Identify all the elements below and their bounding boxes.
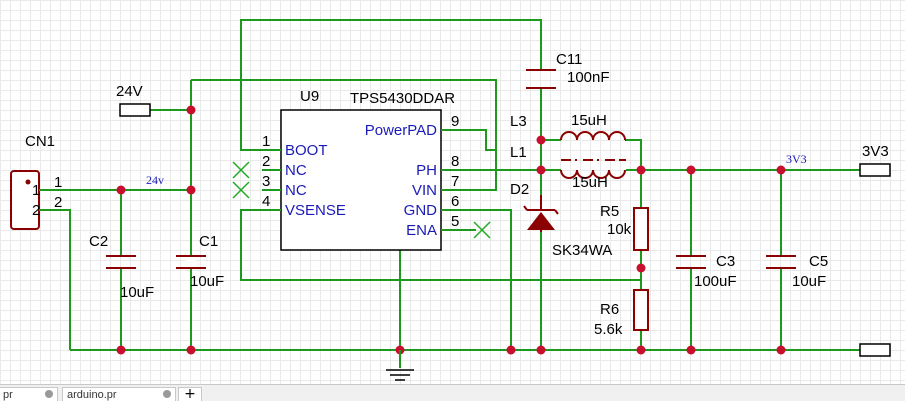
c3-value: 100uF bbox=[694, 273, 737, 290]
cn1-pin1-num: 1 bbox=[54, 174, 62, 191]
inductor-l3[interactable]: L3 15uH bbox=[510, 112, 626, 141]
plus-icon: + bbox=[184, 386, 196, 402]
r6-ref: R6 bbox=[600, 301, 619, 318]
port-24v[interactable]: 24V bbox=[116, 83, 151, 117]
tab-pr[interactable]: pr bbox=[0, 387, 58, 401]
wires bbox=[68, 19, 860, 351]
c2-ref: C2 bbox=[89, 233, 108, 250]
add-tab-button[interactable]: + bbox=[178, 387, 202, 401]
l3-ref: L3 bbox=[510, 113, 527, 130]
u9-pin4-name: VSENSE bbox=[285, 202, 346, 219]
u9-ref: U9 bbox=[300, 88, 319, 105]
port-gnd[interactable] bbox=[859, 343, 891, 357]
u9-pin3-name: NC bbox=[285, 182, 307, 199]
l1-ref: L1 bbox=[510, 144, 527, 161]
cn1-pin2-label: 2 bbox=[32, 202, 40, 219]
d2-ref: D2 bbox=[510, 181, 529, 198]
u9-pin7-name: VIN bbox=[412, 182, 437, 199]
u9-pin6-name: GND bbox=[404, 202, 438, 219]
d2-value: SK34WA bbox=[552, 242, 612, 259]
inductor-l1[interactable]: L1 15uH bbox=[510, 144, 626, 191]
capacitor-c5[interactable]: C5 10uF bbox=[766, 253, 828, 290]
c1-value: 10uF bbox=[190, 273, 224, 290]
schematic-diagram: 24V 3V3 24v 3V3 CN1 1 2 1 2 C2 10uF C1 1… bbox=[10, 19, 891, 381]
cn1-pin1-label: 1 bbox=[32, 182, 40, 199]
net-label-3v3: 3V3 bbox=[786, 152, 807, 166]
ic-u9[interactable]: U9 TPS5430DDAR 1 2 3 4 BOOT NC NC VSENSE… bbox=[262, 88, 476, 251]
u9-part: TPS5430DDAR bbox=[350, 90, 455, 107]
close-icon[interactable] bbox=[163, 390, 171, 398]
port-3v3-label: 3V3 bbox=[862, 143, 889, 160]
r6-value: 5.6k bbox=[594, 321, 623, 338]
u9-pin4-num: 4 bbox=[262, 193, 270, 210]
diode-d2[interactable]: D2 SK34WA bbox=[510, 181, 612, 259]
capacitor-c3[interactable]: C3 100uF bbox=[676, 253, 737, 290]
u9-pin9-num: 9 bbox=[451, 113, 459, 130]
u9-pin6-num: 6 bbox=[451, 193, 459, 210]
u9-pin8-num: 8 bbox=[451, 153, 459, 170]
u9-pin1-num: 1 bbox=[262, 133, 270, 150]
u9-pin7-num: 7 bbox=[451, 173, 459, 190]
junctions bbox=[116, 105, 786, 355]
resistor-r6[interactable]: R6 5.6k bbox=[594, 289, 649, 338]
resistor-r5[interactable]: R5 10k bbox=[600, 203, 649, 251]
c5-value: 10uF bbox=[792, 273, 826, 290]
tab-pr-label: pr bbox=[3, 389, 13, 401]
c11-ref: C11 bbox=[556, 51, 582, 68]
r5-ref: R5 bbox=[600, 203, 619, 220]
u9-pin9-name: PowerPAD bbox=[365, 122, 437, 139]
no-connect-markers bbox=[232, 161, 491, 239]
document-tab-bar: pr arduino.pr + bbox=[0, 384, 905, 401]
l3-value: 15uH bbox=[571, 112, 607, 129]
u9-pin1-name: BOOT bbox=[285, 142, 328, 159]
u9-pin5-num: 5 bbox=[451, 213, 459, 230]
tab-arduino[interactable]: arduino.pr bbox=[62, 387, 176, 401]
port-3v3[interactable]: 3V3 bbox=[859, 143, 891, 177]
u9-pin2-name: NC bbox=[285, 162, 307, 179]
net-label-24v: 24v bbox=[146, 173, 164, 187]
u9-pin8-name: PH bbox=[416, 162, 437, 179]
l1-value: 15uH bbox=[572, 174, 608, 191]
c11-value: 100nF bbox=[567, 69, 610, 86]
c2-value: 10uF bbox=[120, 284, 154, 301]
capacitor-c1[interactable]: C1 10uF bbox=[176, 233, 224, 290]
r5-value: 10k bbox=[607, 221, 632, 238]
schematic-canvas[interactable]: 24V 3V3 24v 3V3 CN1 1 2 1 2 C2 10uF C1 1… bbox=[0, 0, 905, 384]
c5-ref: C5 bbox=[809, 253, 828, 270]
cn1-ref: CN1 bbox=[25, 133, 55, 150]
u9-pin5-name: ENA bbox=[406, 222, 437, 239]
close-icon[interactable] bbox=[45, 390, 53, 398]
connector-cn1[interactable]: CN1 1 2 1 2 bbox=[10, 133, 68, 230]
capacitor-c11[interactable]: C11 100nF bbox=[526, 51, 610, 89]
cn1-pin2-num: 2 bbox=[54, 194, 62, 211]
tab-arduino-label: arduino.pr bbox=[67, 389, 117, 401]
c1-ref: C1 bbox=[199, 233, 218, 250]
u9-pin2-num: 2 bbox=[262, 153, 270, 170]
capacitor-c2[interactable]: C2 10uF bbox=[89, 233, 154, 301]
u9-pin3-num: 3 bbox=[262, 173, 270, 190]
ground-icon bbox=[386, 350, 414, 381]
c3-ref: C3 bbox=[716, 253, 735, 270]
port-24v-label: 24V bbox=[116, 83, 143, 100]
